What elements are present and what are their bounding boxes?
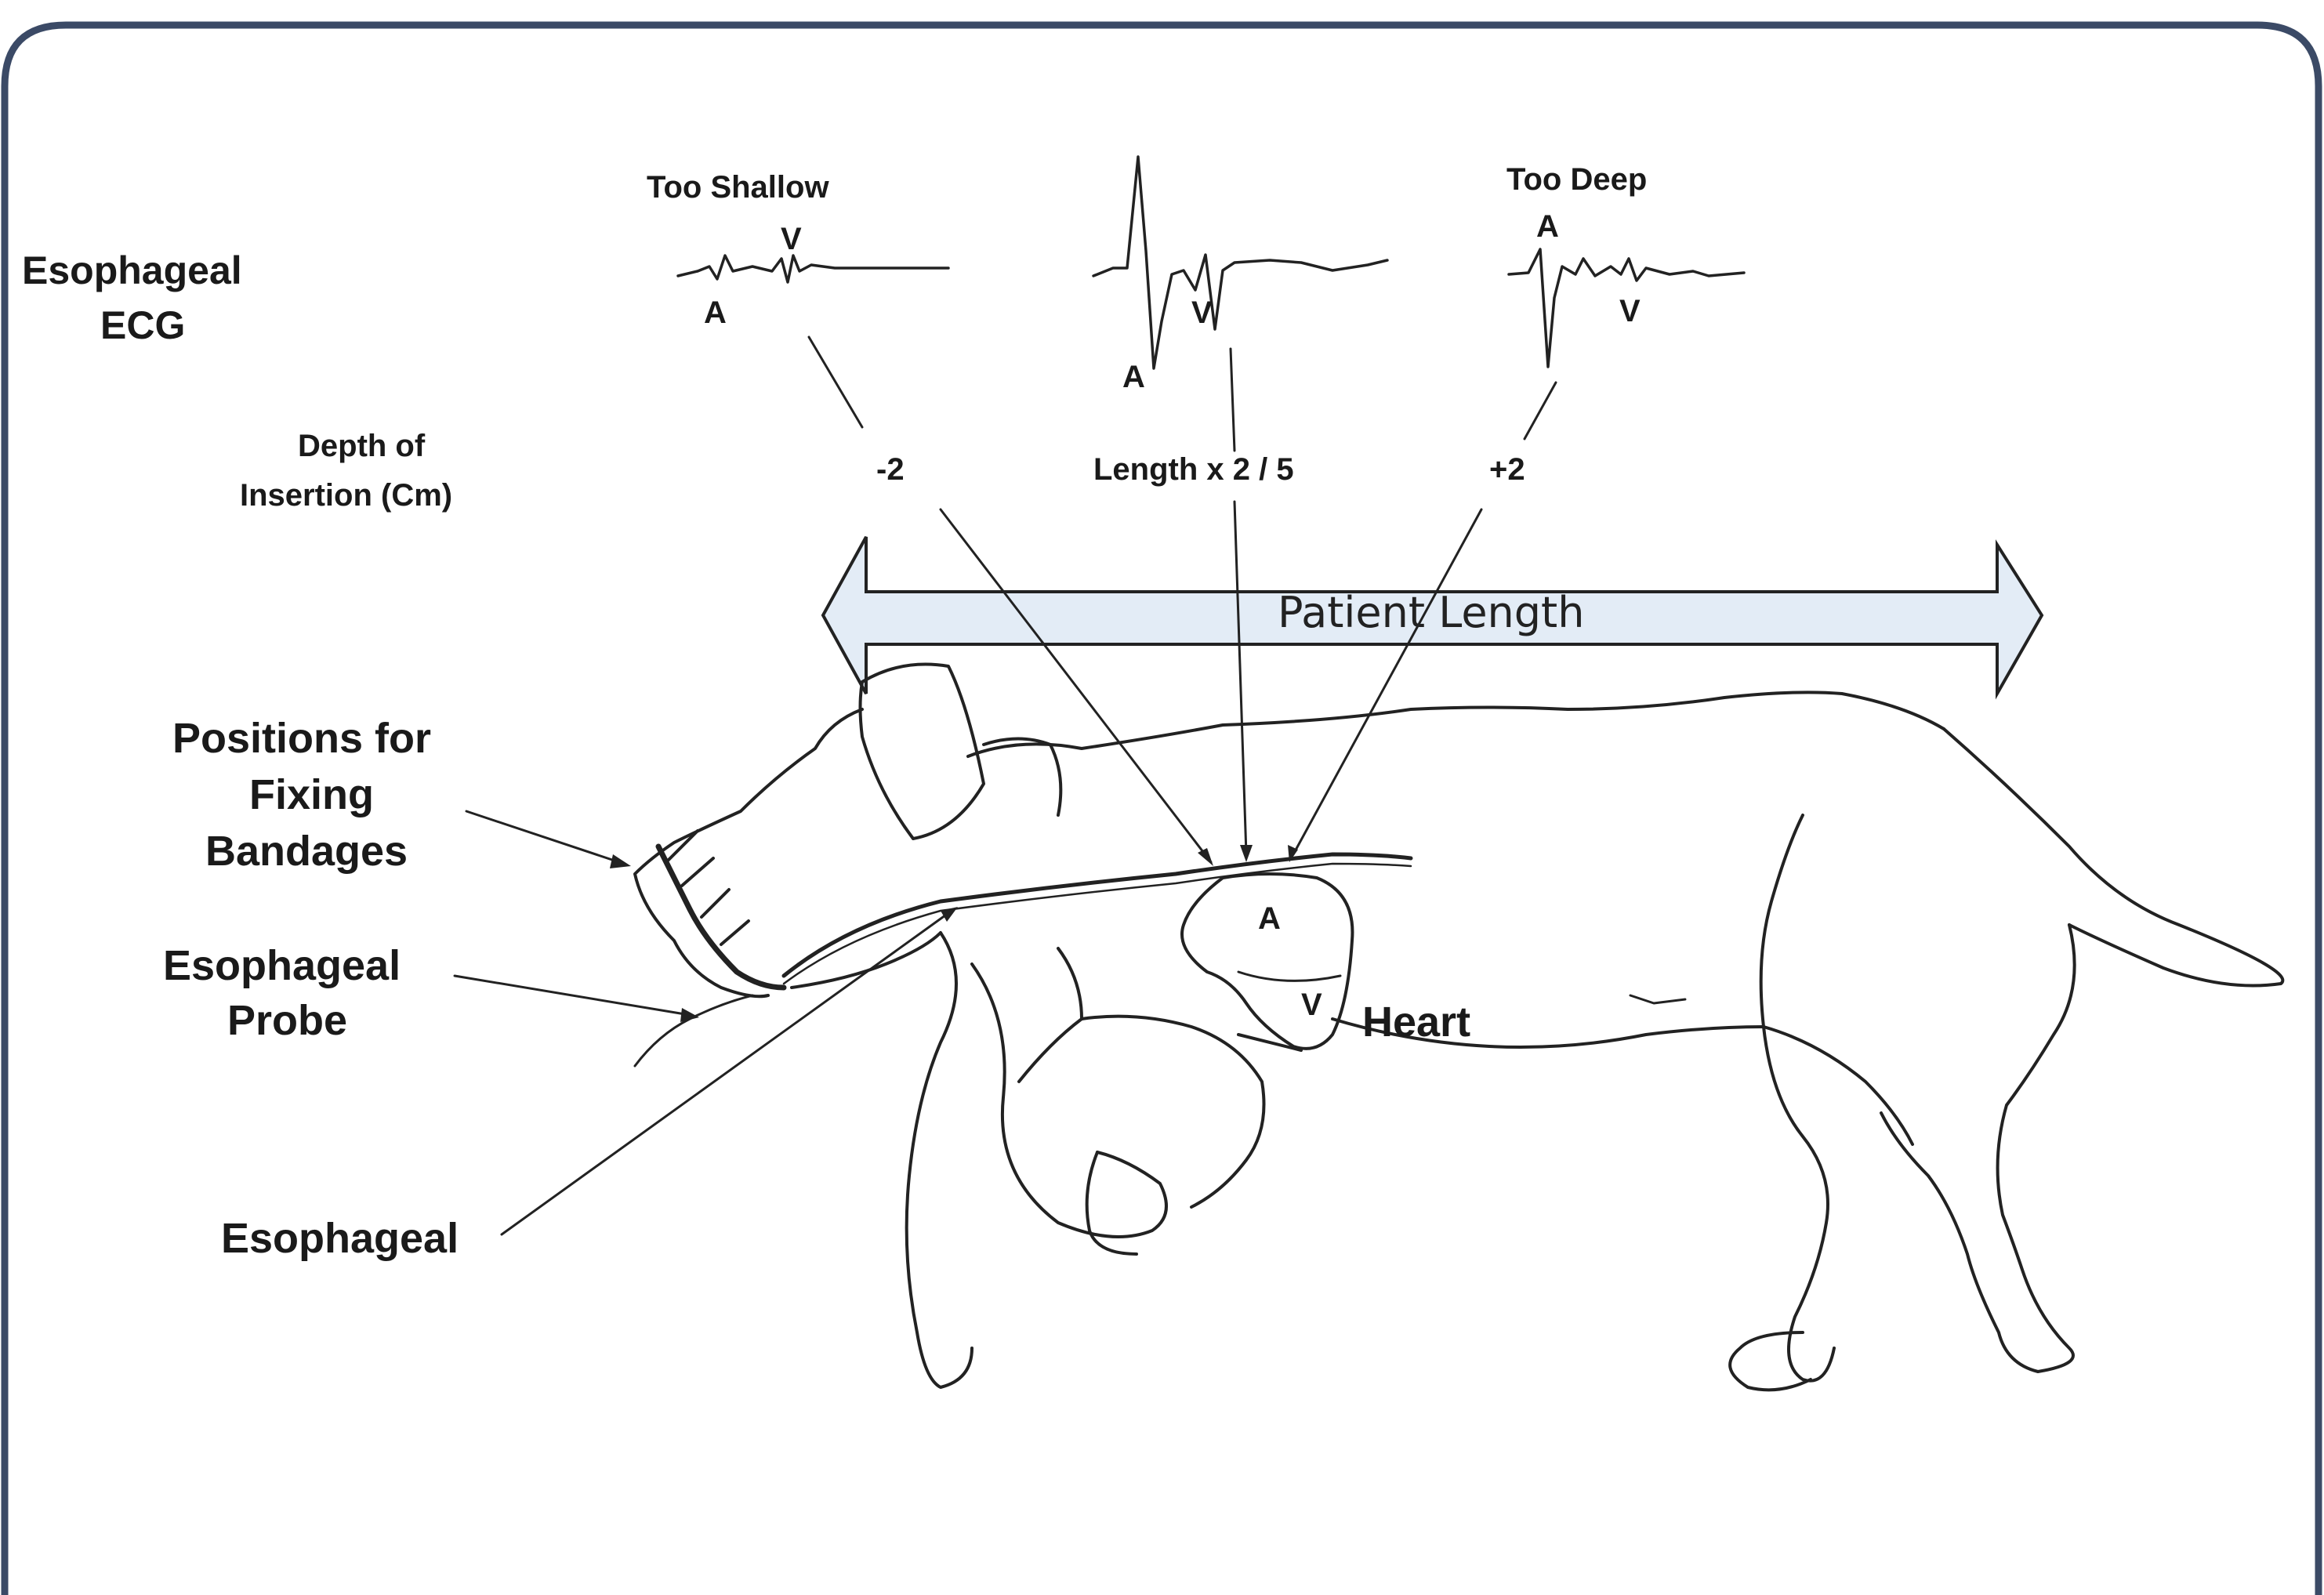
connector-normal (1231, 349, 1235, 451)
arrowhead (610, 854, 631, 868)
wave-v-label: V (1619, 294, 1641, 328)
arrowhead (1198, 848, 1213, 866)
depth-plus-two: +2 (1489, 452, 1525, 487)
wave-a-label: A (1536, 209, 1559, 244)
esophageal-probe-label-line1: Esophageal (163, 942, 401, 989)
pointer-shallow (941, 509, 1211, 862)
pointer-probe (455, 976, 690, 1015)
pointer-fixing (466, 811, 619, 862)
wave-a-label: A (704, 295, 727, 330)
heart-v-label: V (1301, 988, 1322, 1022)
connector-deep (1525, 382, 1556, 439)
too-shallow-label: Too Shallow (647, 170, 829, 205)
fixing-bandages-label-line1: Positions for (172, 715, 431, 762)
pointer-normal (1235, 502, 1246, 854)
arrowhead (941, 907, 958, 922)
too-deep-label: Too Deep (1506, 162, 1647, 197)
heart-label: Heart (1362, 999, 1470, 1046)
esophageal-ecg-label-line1: Esophageal (22, 248, 242, 292)
depth-label-line2: Insertion (Cm) (240, 478, 452, 513)
fixing-bandages-label-line3: Bandages (205, 828, 408, 875)
fixing-bandages-label-line2: Fixing (249, 771, 374, 818)
esophageal-probe-label-line2: Probe (227, 997, 347, 1044)
arrowhead (1240, 845, 1253, 862)
connector-shallow (809, 337, 862, 427)
patient-length-label: Patient Length (1278, 588, 1584, 637)
heart-shape (1182, 874, 1352, 1049)
depth-length-formula: Length x 2 / 5 (1093, 452, 1294, 487)
ecg-too-shallow-trace (678, 256, 948, 282)
pointer-deep (1293, 509, 1481, 854)
depth-minus-two: -2 (876, 452, 905, 487)
wave-a-label: A (1122, 360, 1145, 394)
heart-a-label: A (1258, 901, 1281, 936)
esophageal-ecg-label-line2: ECG (100, 303, 185, 347)
ecg-normal-trace (1093, 157, 1387, 368)
wave-v-label: V (1191, 295, 1213, 330)
wave-v-label: V (781, 222, 802, 256)
esophageal-label: Esophageal (221, 1215, 459, 1262)
depth-label-line1: Depth of (298, 429, 426, 463)
